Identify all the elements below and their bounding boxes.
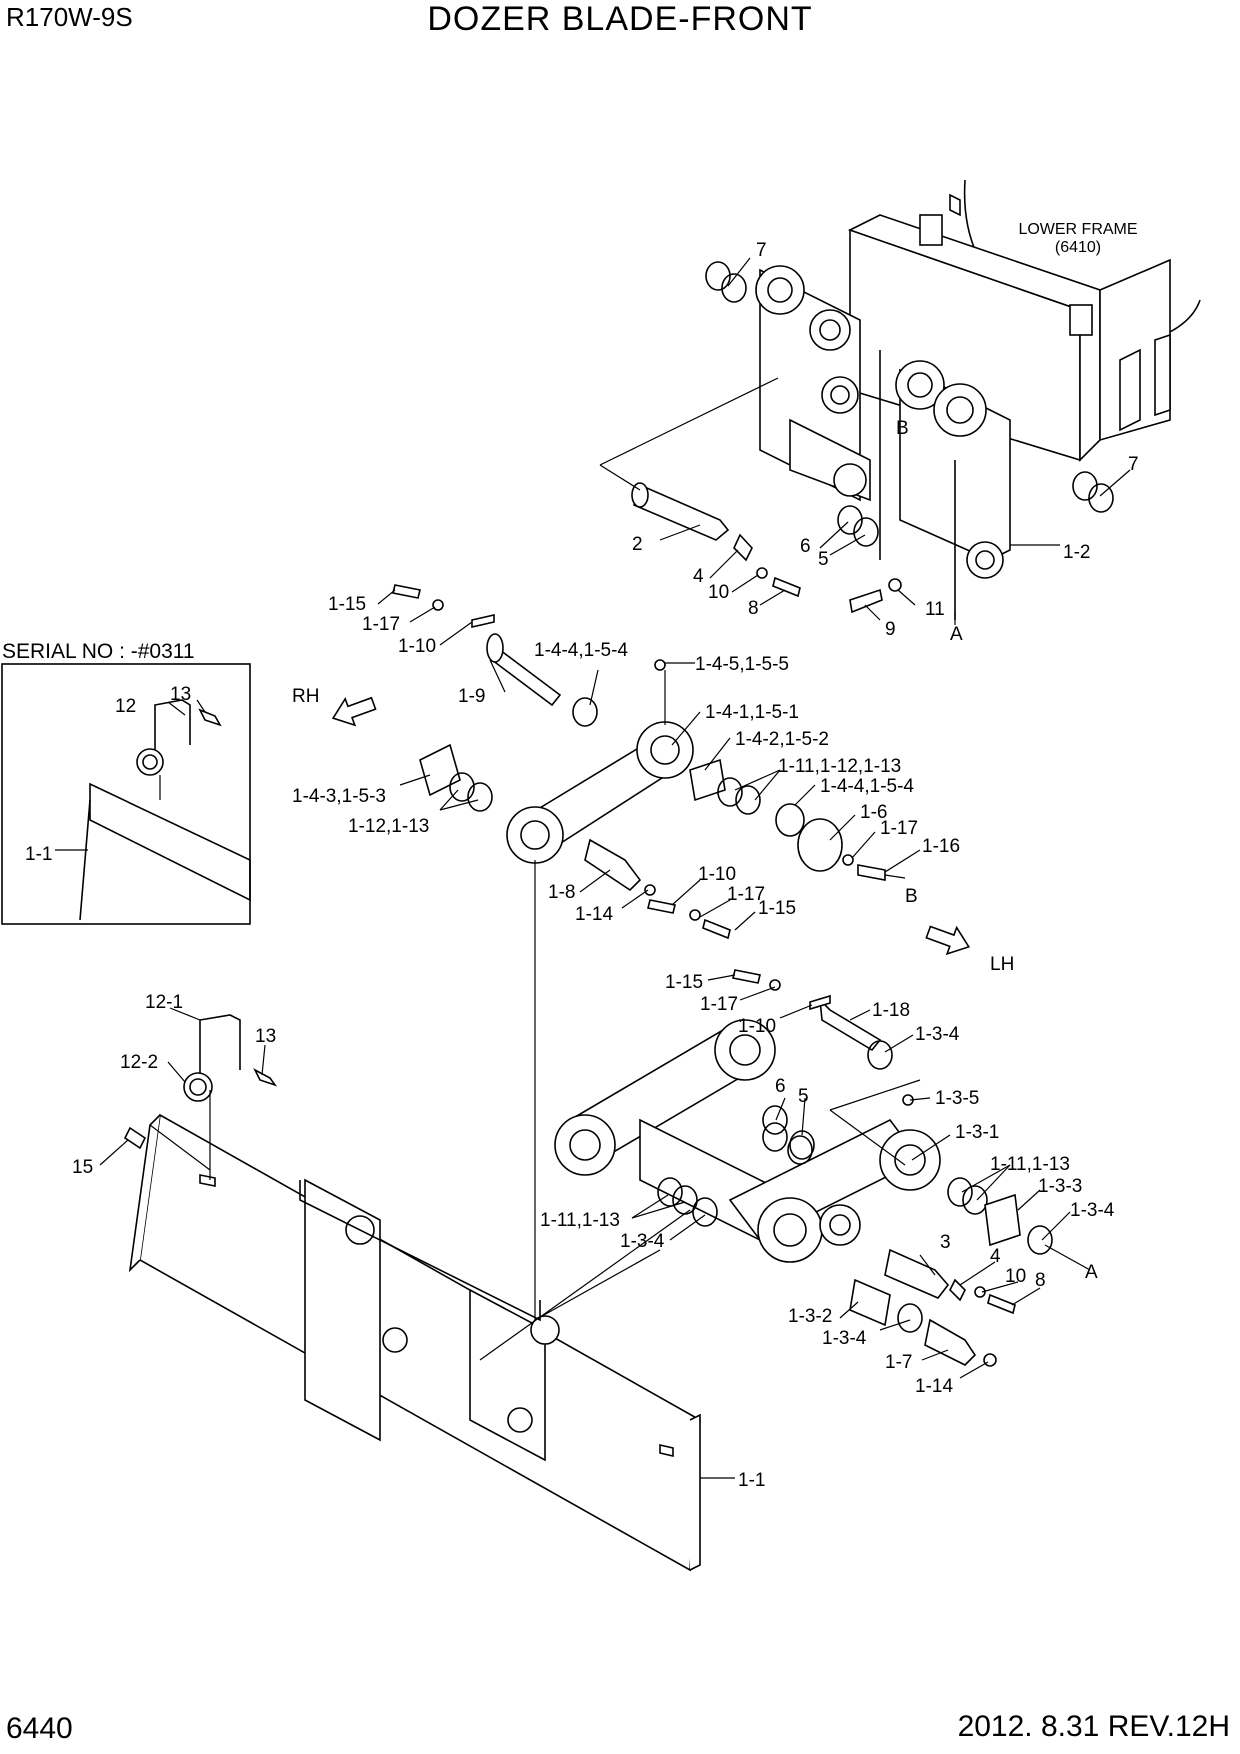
frame-note-line1: LOWER FRAME <box>1018 221 1137 238</box>
callout-1-11: 1-11,1-13 <box>990 1154 1070 1175</box>
callout-10: 10 <box>708 582 729 603</box>
callout-1-4-5: 1-4-5,1-5-5 <box>695 654 789 675</box>
callout-1-7: 1-7 <box>885 1352 912 1373</box>
callout-1-3-4: 1-3-4 <box>1070 1200 1115 1221</box>
callout-1-10: 1-10 <box>738 1016 776 1037</box>
callout-1-17: 1-17 <box>727 884 765 905</box>
washer-7b <box>721 273 747 303</box>
callout-5: 5 <box>818 549 829 570</box>
washer-5 <box>853 517 879 547</box>
callout-6: 6 <box>775 1076 786 1097</box>
dozer-blade <box>123 1113 701 1572</box>
callout-1-4-4: 1-4-4,1-5-4 <box>820 776 914 797</box>
rh-label: RH <box>292 686 319 707</box>
callout-3: 3 <box>940 1232 951 1253</box>
callout-8: 8 <box>1035 1270 1046 1291</box>
frame-note-line2: (6410) <box>1055 239 1101 256</box>
lock-handle-12 <box>183 1014 278 1180</box>
pin-2 <box>599 377 779 541</box>
callout-1-4-4: 1-4-4,1-5-4 <box>534 640 628 661</box>
revision-date: 2012. 8.31 REV.12H <box>957 1710 1230 1743</box>
serial-inset-box <box>1 663 251 925</box>
callout-1-15: 1-15 <box>665 972 703 993</box>
callout-1-16: 1-16 <box>922 836 960 857</box>
callout-1-14: 1-14 <box>575 904 613 925</box>
callout-1-14: 1-14 <box>915 1376 953 1397</box>
callout-1-6: 1-6 <box>860 802 887 823</box>
callout-1-17: 1-17 <box>700 994 738 1015</box>
lh-arrow-icon <box>925 925 971 956</box>
callout-b: B <box>896 418 909 439</box>
callout-9: 9 <box>885 619 896 640</box>
callout-b: B <box>905 886 918 907</box>
callout-1-3-5: 1-3-5 <box>935 1088 979 1109</box>
callout-1-17: 1-17 <box>880 818 918 839</box>
callout-1-15: 1-15 <box>758 898 796 919</box>
link-arm-upper <box>392 584 886 1340</box>
serial-number-note: SERIAL NO : -#0311 <box>2 640 195 663</box>
rh-arrow-icon <box>331 696 377 727</box>
callout-1-15: 1-15 <box>328 594 366 615</box>
washer-7c <box>1072 471 1098 501</box>
callout-6: 6 <box>800 536 811 557</box>
callout-13: 13 <box>255 1026 276 1047</box>
link-arm-lower <box>554 969 1053 1367</box>
callout-1-1: 1-1 <box>738 1470 765 1491</box>
plate-4 <box>733 533 753 562</box>
callout-a: A <box>950 624 963 645</box>
page-number: 6440 <box>6 1712 73 1745</box>
callout-8: 8 <box>748 598 759 619</box>
callout-12: 12 <box>115 696 136 717</box>
washer-6 <box>837 505 863 535</box>
callout-12-1: 12-1 <box>145 992 183 1013</box>
callout-1-18: 1-18 <box>872 1000 910 1021</box>
callout-1-4-2: 1-4-2,1-5-2 <box>735 729 829 750</box>
callout-5: 5 <box>798 1086 809 1107</box>
callout-1-8: 1-8 <box>548 882 575 903</box>
callout-1-2: 1-2 <box>1063 542 1090 563</box>
callout-1-3-3: 1-3-3 <box>1038 1176 1082 1197</box>
callout-11: 11 <box>925 599 945 620</box>
washer-7d <box>1088 483 1114 513</box>
callout-10: 10 <box>1005 1266 1026 1287</box>
callout-12-2: 12-2 <box>120 1052 158 1073</box>
callout-1-4-1: 1-4-1,1-5-1 <box>705 702 799 723</box>
callout-1-1: 1-1 <box>25 844 52 865</box>
callout-4: 4 <box>693 566 704 587</box>
callout-1-9: 1-9 <box>458 686 485 707</box>
callout-labels: 7 7 2 6 5 4 10 8 1-2 11 9 A B 1-15 1-17 … <box>25 240 1139 1491</box>
lower-frame-drawing <box>755 179 1201 620</box>
callout-13: 13 <box>170 684 191 705</box>
model-label: R170W-9S <box>6 2 133 32</box>
callout-1-3-4: 1-3-4 <box>915 1024 960 1045</box>
callout-15: 15 <box>72 1157 93 1178</box>
callout-7: 7 <box>756 240 767 261</box>
lh-label: LH <box>990 954 1014 975</box>
washer-11 <box>888 578 902 592</box>
callout-1-11: 1-11,1-13 <box>540 1210 620 1231</box>
callout-2: 2 <box>632 534 643 555</box>
bolt-8 <box>772 576 801 598</box>
callout-4: 4 <box>990 1246 1001 1267</box>
callout-1-3-2: 1-3-2 <box>788 1306 832 1327</box>
callout-1-11: 1-11,1-12,1-13 <box>778 756 901 777</box>
callout-1-3-4: 1-3-4 <box>822 1328 867 1349</box>
callout-1-12: 1-12,1-13 <box>348 816 429 837</box>
callout-1-4-3: 1-4-3,1-5-3 <box>292 786 386 807</box>
leader-lines <box>55 257 1131 1479</box>
callout-1-3-4: 1-3-4 <box>620 1231 665 1252</box>
washer-7a <box>705 261 731 291</box>
callout-1-10: 1-10 <box>398 636 436 657</box>
page-title: DOZER BLADE-FRONT <box>427 0 813 38</box>
callout-1-17: 1-17 <box>362 614 400 635</box>
callout-a: A <box>1085 1262 1098 1283</box>
washer-10 <box>756 567 768 579</box>
bolt-9 <box>849 588 883 614</box>
callout-7: 7 <box>1128 454 1139 475</box>
callout-1-10: 1-10 <box>698 864 736 885</box>
callout-1-3-1: 1-3-1 <box>955 1122 999 1143</box>
